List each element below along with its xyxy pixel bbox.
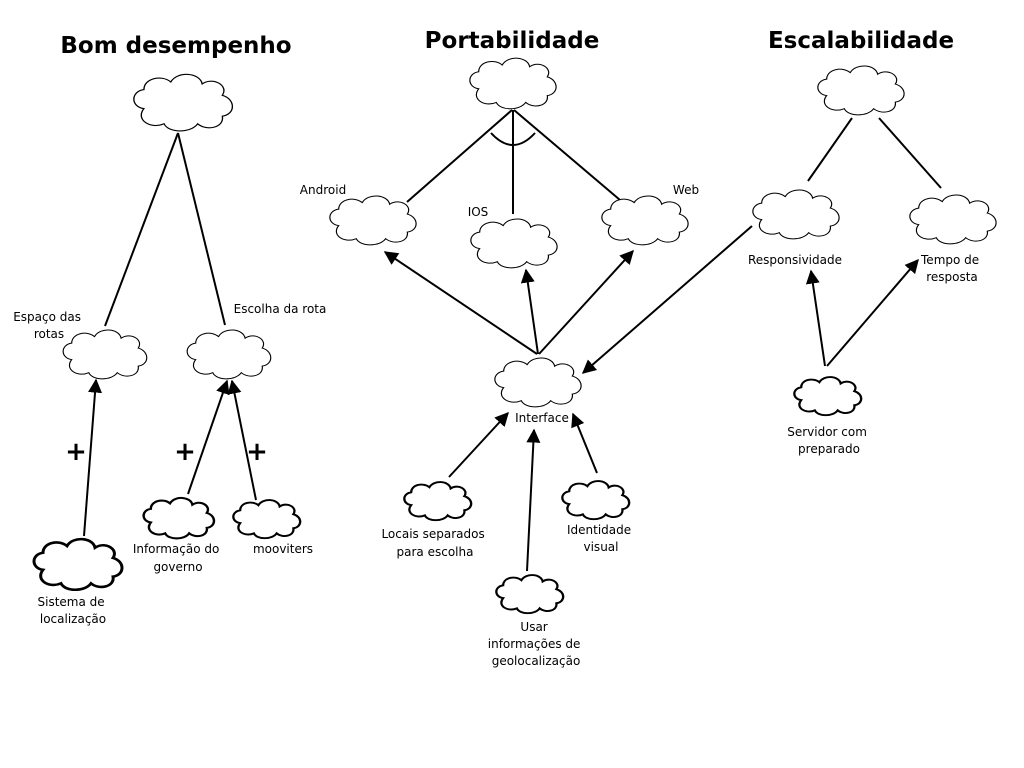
cloud-interface xyxy=(494,357,582,408)
cloud-sistema-de-localizacao xyxy=(32,537,124,592)
label-escolha-da-rota: Escolha da rota xyxy=(234,302,327,316)
label-sistema-de-localizacao: Sistema de localização xyxy=(38,595,109,626)
label-mooviters: mooviters xyxy=(253,542,313,556)
edge-desempenho-escolha xyxy=(177,132,226,326)
cloud-web xyxy=(601,195,689,246)
contribution-plus-mooviters: + xyxy=(246,437,268,467)
edge-informacao-escolha xyxy=(187,379,230,495)
title-bom-desempenho: Bom desempenho xyxy=(60,33,291,59)
label-web: Web xyxy=(673,183,699,197)
cloud-identidade-visual xyxy=(561,480,631,521)
cloud-responsividade xyxy=(752,189,840,240)
cloud-informacao-do-governo xyxy=(142,496,216,540)
title-portabilidade: Portabilidade xyxy=(425,28,600,54)
edge-identidade-interface xyxy=(571,412,598,474)
label-tempo-de-resposta: Tempo de resposta xyxy=(920,253,983,284)
edges xyxy=(83,109,942,572)
cloud-mooviters xyxy=(232,499,302,540)
cloud-tempo-de-resposta xyxy=(909,194,997,245)
edge-locais-interface xyxy=(448,411,509,478)
label-locais-separados: Locais separados para escolha xyxy=(381,527,488,559)
contribution-plus-informacao: + xyxy=(174,437,196,467)
edge-escalabilidade-responsividade xyxy=(807,117,853,182)
labels: Espaço das rotas Escolha da rota Sistema… xyxy=(13,183,983,668)
cloud-espaco-das-rotas xyxy=(62,329,148,380)
edge-portabilidade-web xyxy=(513,109,621,201)
cloud-servidor-com-preparado xyxy=(793,376,863,417)
label-ios: IOS xyxy=(468,205,489,219)
cloud-android xyxy=(329,195,417,246)
and-arc xyxy=(490,132,536,146)
cloud-locais-separados xyxy=(403,481,473,522)
label-responsividade: Responsividade xyxy=(748,253,842,267)
edge-sistema-espaco xyxy=(83,378,103,537)
cloud-escalabilidade xyxy=(817,65,905,116)
edge-servidor-responsividade xyxy=(805,269,826,367)
cloud-portabilidade xyxy=(469,57,557,110)
label-identidade-visual: Identidade visual xyxy=(567,523,635,554)
cloud-escolha-da-rota xyxy=(186,329,272,380)
edge-interface-android xyxy=(383,251,538,355)
edge-escalabilidade-tempo xyxy=(878,117,942,189)
contribution-plus-sistema: + xyxy=(65,437,87,467)
edge-portabilidade-android xyxy=(406,109,513,203)
label-informacao-do-governo: Informação do governo xyxy=(133,542,223,574)
edge-servidor-tempo xyxy=(826,258,919,367)
label-espaco-das-rotas: Espaço das rotas xyxy=(13,310,85,341)
edge-usar-interface xyxy=(526,428,541,572)
label-usar-geolocalizacao: Usar informações de geolocalização xyxy=(488,620,585,668)
clouds xyxy=(32,57,997,615)
edge-interface-web xyxy=(538,249,634,355)
label-interface: Interface xyxy=(515,411,569,425)
cloud-usar-geolocalizacao xyxy=(495,574,565,615)
cloud-bom-desempenho xyxy=(133,73,234,132)
edge-responsividade-interface xyxy=(581,225,753,374)
edge-desempenho-espaco xyxy=(104,132,179,327)
cloud-ios xyxy=(470,218,558,269)
edge-interface-ios xyxy=(520,268,539,355)
label-android: Android xyxy=(300,183,346,197)
label-servidor-com-preparado: Servidor com preparado xyxy=(787,425,871,456)
title-escalabilidade: Escalabilidade xyxy=(768,28,954,54)
edge-mooviters-escolha xyxy=(227,379,257,501)
